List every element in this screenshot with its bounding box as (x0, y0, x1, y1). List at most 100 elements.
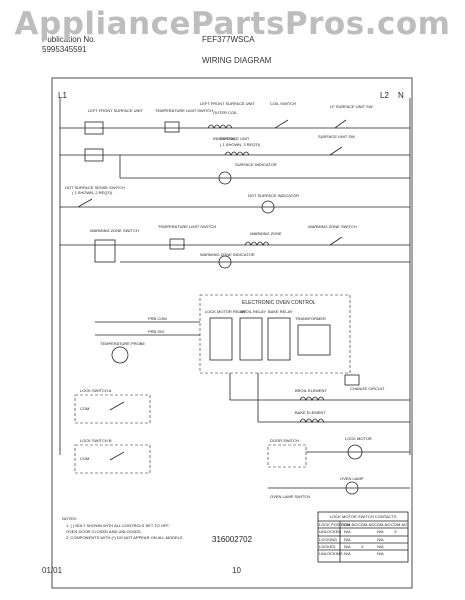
label-door-switch: DOOR SWITCH (270, 438, 299, 443)
contact-r2-c1: N/A (344, 544, 351, 549)
notes-line-3: 2. COMPONENTS WITH (*) DO NOT APPEAR ON … (66, 535, 183, 540)
label-shown-reqd: ( 1 SHOWN, 3 REQ'D) (220, 142, 261, 147)
rail-l1-label: L1 (58, 91, 67, 100)
label-transformer: TRANSFORMER (295, 316, 326, 321)
infinite-switch-1 (84, 121, 104, 135)
label-hot-surface-switch: HOT SURFACE SENSE SWITCH (65, 185, 125, 190)
broil-relay (239, 317, 263, 361)
temp-limit-switch-2 (169, 238, 185, 250)
label-lock-switch-b: LOCK SWITCH B (80, 438, 112, 443)
label-surface-unit: SURFACE UNIT (220, 136, 250, 141)
label-electronic-oven-control: ELECTRONIC OVEN CONTROL (242, 300, 316, 306)
lf-surface-sw-contact (334, 119, 347, 129)
contact-r0-c0: UNLOCKED (319, 529, 341, 534)
label-hot-surface-indicator: HOT SURFACE INDICATOR (248, 193, 299, 198)
footer-date: 01/01 (42, 566, 63, 575)
electronic-oven-control-box (199, 294, 351, 374)
label-surface-unit-sw: SURFACE UNIT SW (318, 134, 355, 139)
label-lock-motor: LOCK MOTOR (345, 436, 372, 441)
contact-r0-c3: N/A (377, 529, 384, 534)
label-lf-surface-coil: LEFT FRONT SURFACE UNIT (200, 101, 256, 106)
label-left-front-unit: LEFT FRONT SURFACE UNIT (88, 108, 144, 113)
model-number: FEF377WSCA (202, 35, 255, 44)
label-bake-element: BAKE ELEMENT (295, 410, 326, 415)
footer-page: 10 (232, 566, 241, 575)
warming-zone-element (244, 241, 270, 246)
label-oven-lamp: OVEN LAMP (340, 476, 364, 481)
label-bake-relay: BAKE RELAY (268, 309, 293, 314)
contact-table: LOCK MOTOR SWITCH CONTACTS LOCK POSITION… (317, 511, 409, 563)
label-oven-lamp-switch: OVEN LAMP SWITCH (270, 494, 310, 499)
contact-r3-c1: N/A (344, 551, 351, 556)
label-warming-zone: WARMING ZONE (250, 231, 282, 236)
lock-switch-a-contact (109, 401, 125, 411)
infinite-switch-2 (84, 148, 104, 162)
label-lock-b-com: COM (80, 456, 89, 461)
label-temperature-probe: TEMPERATURE PROBE (100, 341, 145, 346)
notes-line-1: 1. ( ) BOLT SHOWN WITH ALL CONTROLS SET … (66, 523, 170, 528)
temperature-probe-symbol (111, 346, 129, 364)
diagram-frame (51, 77, 413, 589)
label-outer-coil: OUTER COIL (213, 110, 238, 115)
warming-zone-switch-contact (329, 236, 343, 246)
hot-surface-indicator-lamp (261, 200, 275, 214)
contact-r1-c0: LOCKING (319, 537, 337, 542)
surface-unit-coil-symbol (224, 151, 250, 156)
rail-l2-label: L2 (380, 91, 389, 100)
oven-lamp-symbol (345, 481, 359, 495)
label-lock-a-com: COM (80, 406, 89, 411)
contact-th-3: COM-NO (374, 522, 391, 527)
label-temp-limit-1: TEMPERATURE LIMIT SWITCH (155, 108, 213, 113)
hot-surface-switch-contact (77, 198, 93, 208)
label-surface-indicator: SURFACE INDICATOR (235, 162, 277, 167)
lock-switch-b-contact (109, 451, 125, 461)
diagram-title: WIRING DIAGRAM (202, 56, 272, 65)
transformer (297, 324, 331, 356)
contact-r0-c1: N/A (344, 529, 351, 534)
publication-number: 5995345591 (42, 45, 87, 54)
lock-switch-b-box (74, 444, 151, 474)
bake-element-symbol (299, 418, 325, 423)
label-lock-switch-a: LOCK SWITCH A (80, 388, 112, 393)
door-switch-box (267, 444, 307, 468)
label-temp-limit-2: TEMPERATURE LIMIT SWITCH (158, 224, 216, 229)
contact-r0-c4: X (394, 529, 397, 534)
label-change-circuit: CHANGE CIRCUIT (350, 386, 385, 391)
warming-zone-indicator-lamp (218, 255, 232, 269)
change-circuit-symbol (344, 374, 360, 386)
notes-line-2: OVEN DOOR CLOSED AND UNLOCKED. (66, 529, 142, 534)
label-lock-motor-relay: LOCK MOTOR RELAY (205, 309, 246, 314)
contact-r1-c1: N/A (344, 537, 351, 542)
label-probe-sig: PRB SIG (148, 329, 164, 334)
watermark: AppliancePartsPros.com (14, 6, 451, 42)
contact-th-4: COM-NC (391, 522, 408, 527)
label-coil-switch: COIL SWITCH (270, 101, 296, 106)
surface-unit-sw-contact (329, 146, 343, 156)
temp-limit-switch-1 (164, 121, 180, 133)
surface-indicator-lamp (218, 171, 232, 185)
label-inner-coil: INNER COIL (213, 136, 237, 141)
contact-th-0: LOCK POSITION (319, 522, 350, 527)
diagram-number: 316002702 (212, 535, 253, 544)
publication-label: Publication No. (42, 35, 96, 44)
label-broil-relay: BROIL RELAY (240, 309, 266, 314)
contact-r3-c3: N/A (377, 551, 384, 556)
label-warming-zone-switch: WARMING ZONE SWITCH (90, 228, 139, 233)
contact-table-title: LOCK MOTOR SWITCH CONTACTS (330, 514, 397, 519)
contact-r2-c2: X (361, 544, 364, 549)
lock-motor-symbol (347, 444, 363, 460)
label-probe-com: PRB COM (148, 316, 167, 321)
bake-relay (267, 317, 291, 361)
broil-element-symbol (299, 396, 325, 401)
label-broil-element: BROIL ELEMENT (295, 388, 327, 393)
contact-r3-c0: UNLOCKING (319, 551, 343, 556)
rail-neutral-label: N (398, 91, 404, 100)
contact-th-2: COM-NC (358, 522, 375, 527)
warming-zone-infinite-switch (94, 239, 116, 263)
contact-r2-c3: N/A (377, 544, 384, 549)
contact-r1-c3: N/A (377, 537, 384, 542)
lock-motor-relay (209, 317, 233, 361)
coil-switch-contact (274, 119, 289, 129)
label-warming-zone-switch-2: WARMING ZONE SWITCH (308, 224, 357, 229)
